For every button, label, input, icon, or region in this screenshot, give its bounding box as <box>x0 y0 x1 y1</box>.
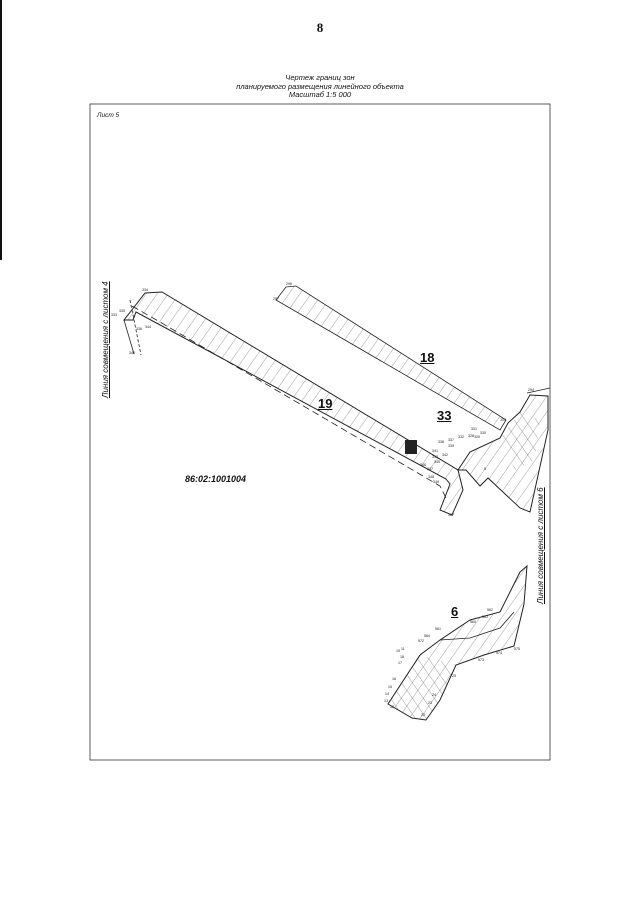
boundary-line-294 <box>526 387 551 394</box>
point-341: 341 <box>432 449 438 453</box>
point-344: 344 <box>145 325 151 329</box>
point-16: 16 <box>392 677 396 681</box>
point-331: 331 <box>471 427 477 431</box>
point-564: 564 <box>424 634 430 638</box>
point-349: 349 <box>433 480 439 484</box>
point-329: 329 <box>474 435 480 439</box>
point-560: 560 <box>470 620 476 624</box>
point-333: 333 <box>111 313 117 317</box>
point-305: 305 <box>500 418 506 422</box>
point-561: 561 <box>435 627 441 631</box>
building-marker <box>405 440 417 454</box>
point-23: 23 <box>428 701 432 705</box>
zone-6-crosshatch <box>388 655 456 720</box>
zone-33-crosshatch <box>500 412 540 470</box>
point-328: 328 <box>468 434 474 438</box>
zone-label-18: 18 <box>420 350 435 365</box>
point-334: 334 <box>142 288 148 292</box>
zone-18-strip <box>275 285 507 431</box>
point-336: 336 <box>136 327 142 331</box>
point-24: 24 <box>432 693 436 697</box>
point-338: 338 <box>438 440 444 444</box>
point-348: 348 <box>428 475 434 479</box>
zone-label-6: 6 <box>451 604 459 619</box>
point-18: 18 <box>400 655 404 659</box>
point-562: 562 <box>487 608 493 612</box>
right-junction-label: Линия совмещения с листом 6 <box>536 487 545 604</box>
scan-edge-line <box>0 0 2 260</box>
point-330: 330 <box>480 431 486 435</box>
left-junction-label: Линия совмещения с листом 4 <box>101 281 110 398</box>
point-335: 335 <box>119 309 125 313</box>
zone-label-33: 33 <box>437 408 452 423</box>
point-340: 340 <box>129 351 135 355</box>
zone-19-centerline <box>131 305 448 501</box>
point-296: 296 <box>286 282 292 286</box>
point-17: 17 <box>398 661 402 665</box>
zone-19-end-line <box>123 319 135 355</box>
title-line-2: планируемого размещения линейного объект… <box>236 81 404 91</box>
point-19: 19 <box>396 649 400 653</box>
point-22: 22 <box>421 713 425 717</box>
zone-label-19: 19 <box>318 396 333 411</box>
point-5: 5 <box>484 467 486 471</box>
point-345: 345 <box>434 460 440 464</box>
point-575: 575 <box>514 647 520 651</box>
zone-19-strip <box>122 291 464 516</box>
point-339: 339 <box>448 444 454 448</box>
sheet-frame <box>89 103 551 761</box>
junction-dash <box>129 299 142 356</box>
point-337: 337 <box>448 438 454 442</box>
cadastral-number: 86:02:1001004 <box>185 474 247 484</box>
point-573: 573 <box>478 658 484 662</box>
point-14: 14 <box>385 692 389 696</box>
point-15: 15 <box>388 685 392 689</box>
point-572: 572 <box>418 639 424 643</box>
point-346: 346 <box>420 463 426 467</box>
point-347: 347 <box>427 467 433 471</box>
point-294: 294 <box>528 388 534 392</box>
point-574: 574 <box>496 651 502 655</box>
title-line-3: Масштаб 1:5 000 <box>288 90 352 99</box>
point-563: 563 <box>482 615 488 619</box>
page-number: 8 <box>316 20 324 35</box>
point-25: 25 <box>452 674 456 678</box>
sheet-label: Лист 5 <box>97 112 120 119</box>
point-332: 332 <box>458 435 464 439</box>
title-line-1: Чертеж границ зон <box>285 73 355 82</box>
point-343: 343 <box>432 455 438 459</box>
point-297: 297 <box>273 297 279 301</box>
point-12: 12 <box>390 705 394 709</box>
point-342: 342 <box>442 453 448 457</box>
point-327: 327 <box>448 513 454 517</box>
point-11: 11 <box>401 647 405 651</box>
zone-6-inner-line <box>439 611 515 641</box>
drawing-title: Чертеж границ зон планируемого размещени… <box>0 73 640 100</box>
point-13: 13 <box>384 699 388 703</box>
